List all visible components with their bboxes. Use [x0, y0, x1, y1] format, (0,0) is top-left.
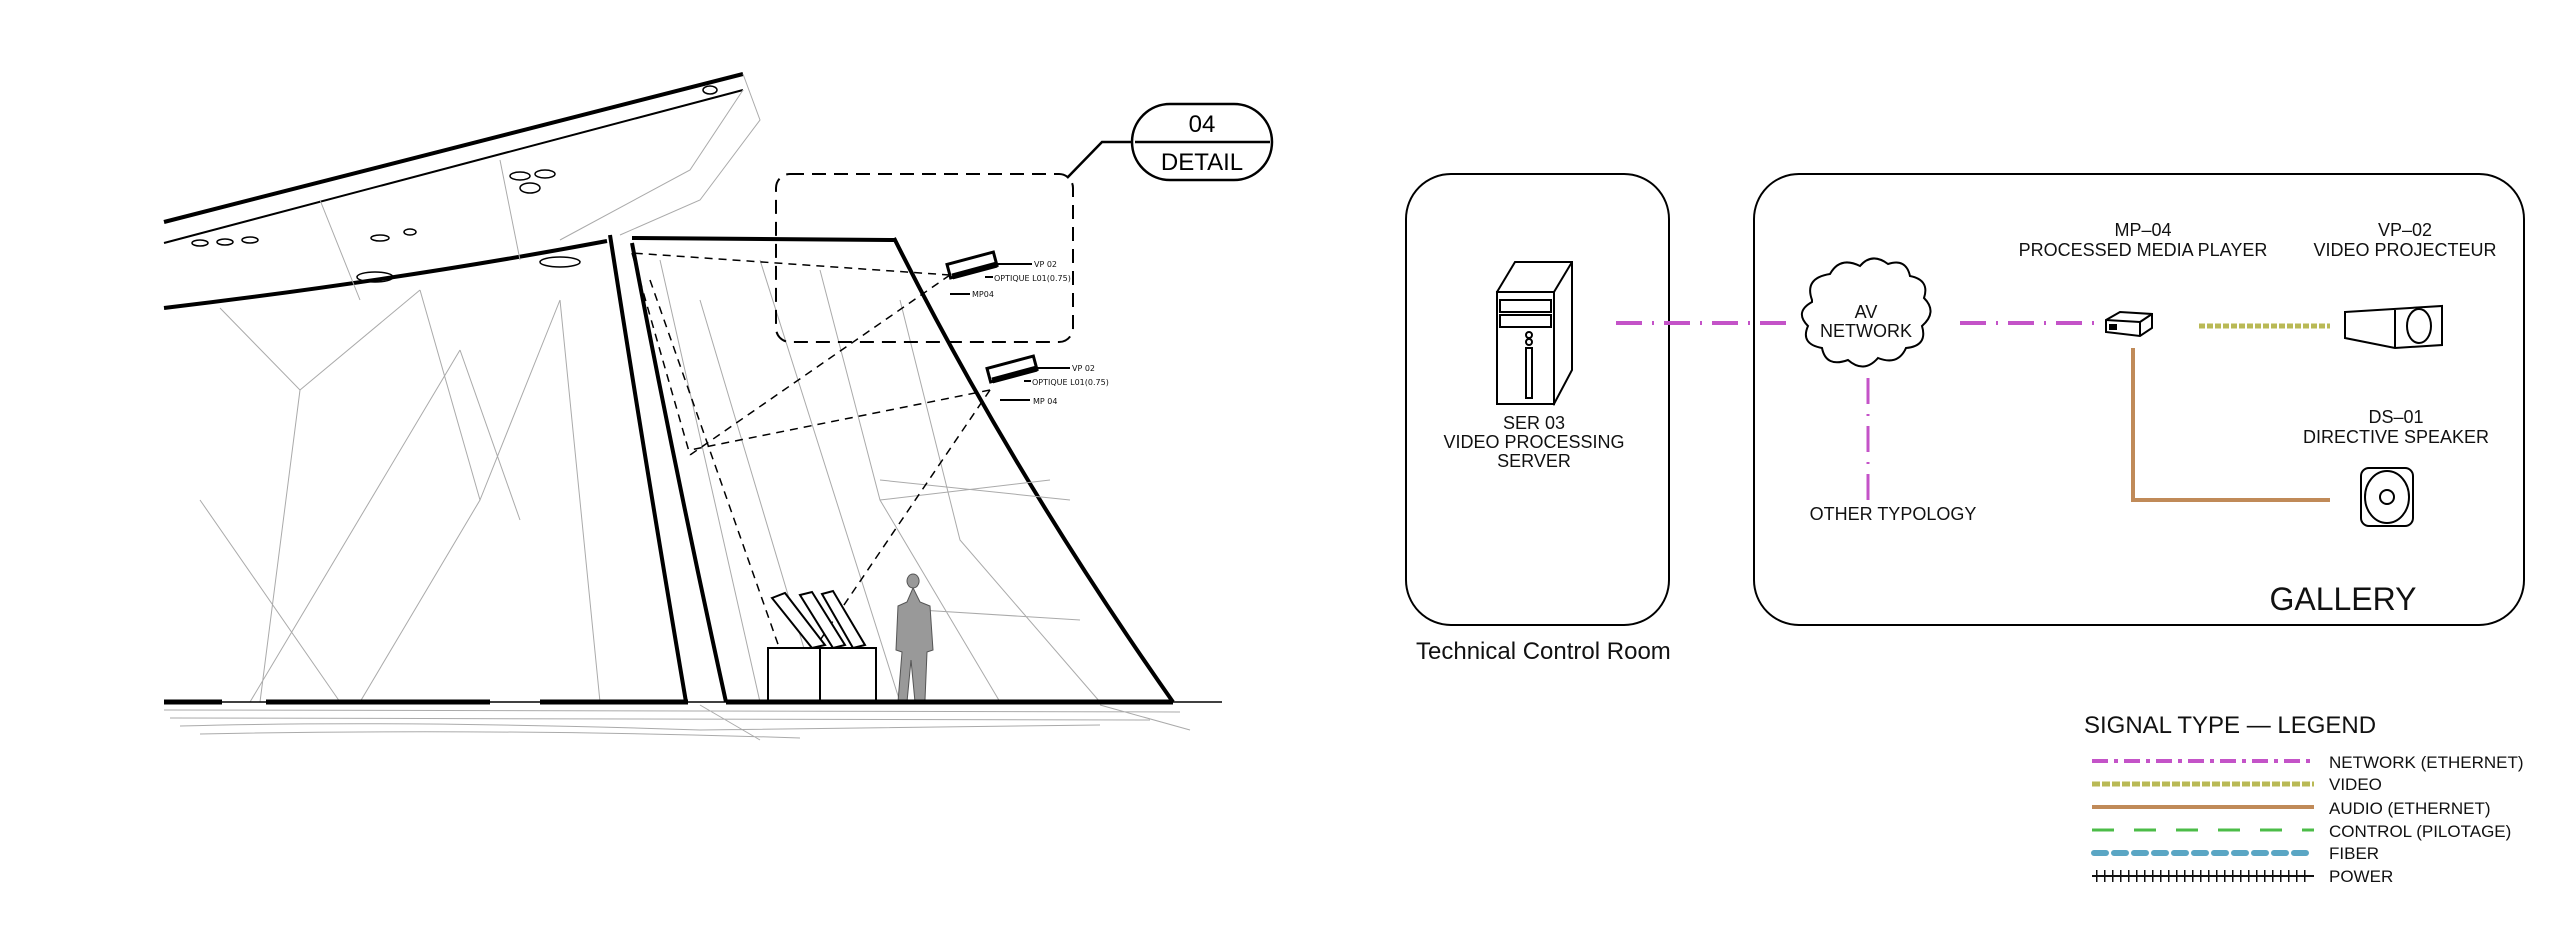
- server-id: SER 03: [1503, 413, 1565, 433]
- projector-vp02-upper: VP 02 OPTIQUE L01(0.75) MP04: [945, 250, 1071, 299]
- speaker-name: DIRECTIVE SPEAKER: [2303, 427, 2489, 447]
- roof-openings: [191, 85, 718, 283]
- legend-label-control: CONTROL (PILOTAGE): [2329, 822, 2511, 841]
- media-player-icon[interactable]: [2105, 310, 2153, 338]
- optique-label: OPTIQUE L01(0.75): [1032, 378, 1109, 387]
- detail-callout[interactable]: 04 DETAIL: [1130, 102, 1274, 182]
- media-player-name: PROCESSED MEDIA PLAYER: [2019, 240, 2268, 260]
- pillar-right-edge: [630, 242, 728, 703]
- network-label-line1: AV: [1855, 302, 1878, 322]
- vp-label: VP 02: [1034, 260, 1057, 269]
- audio-connection: [2131, 348, 2330, 502]
- display-stands: [767, 589, 877, 703]
- roof-top-edge: [163, 72, 744, 224]
- mp-label: MP04: [972, 290, 994, 299]
- directive-speaker-icon[interactable]: [2360, 467, 2414, 527]
- server-icon[interactable]: [1495, 261, 1573, 407]
- network-label-line2: NETWORK: [1820, 321, 1912, 341]
- projector-vp02-lower: VP 02 OPTIQUE L01(0.75) MP 04: [985, 354, 1109, 406]
- canopy-top: [631, 236, 895, 242]
- technical-room-label: Technical Control Room: [1416, 638, 1671, 665]
- roof-inner-edge: [163, 89, 744, 244]
- network-connections: [1616, 321, 2100, 500]
- mp-label: MP 04: [1033, 397, 1057, 406]
- server-name-line2: SERVER: [1497, 451, 1571, 471]
- person-silhouette: [895, 573, 934, 703]
- media-player-id: MP–04: [2114, 220, 2171, 240]
- facade-slant: [892, 237, 1175, 704]
- signal-legend: SIGNAL TYPE — LEGEND NETWORK (ETHERNET) …: [2084, 712, 2524, 886]
- callout-number: 04: [1189, 111, 1216, 138]
- server-name-line1: VIDEO PROCESSING: [1443, 432, 1624, 452]
- legend-label-power: POWER: [2329, 867, 2393, 886]
- av-network-cloud-icon[interactable]: [1801, 257, 1932, 368]
- gallery-box: [1753, 173, 2525, 626]
- detail-region: [775, 173, 1074, 343]
- roof-underside: [163, 239, 608, 310]
- legend-label-fiber: FIBER: [2329, 844, 2379, 863]
- video-projector-icon[interactable]: [2344, 304, 2443, 350]
- vp-label: VP 02: [1072, 364, 1095, 373]
- architectural-section: VP 02 OPTIQUE L01(0.75) MP04 VP 02 OPTIQ…: [163, 72, 1274, 741]
- legend-title: SIGNAL TYPE — LEGEND: [2084, 712, 2376, 739]
- projector-name: VIDEO PROJECTEUR: [2313, 240, 2496, 260]
- projector-id: VP–02: [2378, 220, 2432, 240]
- other-typology-label: OTHER TYPOLOGY: [1810, 504, 1977, 524]
- gallery-label: GALLERY: [2269, 581, 2416, 617]
- callout-leader: [1066, 140, 1135, 179]
- pillar-left-edge: [608, 234, 688, 703]
- legend-label-audio: AUDIO (ETHERNET): [2329, 799, 2491, 818]
- legend-label-video: VIDEO: [2329, 775, 2382, 794]
- speaker-id: DS–01: [2368, 407, 2423, 427]
- optique-label: OPTIQUE L01(0.75): [994, 274, 1071, 283]
- callout-label: DETAIL: [1161, 149, 1243, 176]
- technical-room-box: [1405, 173, 1670, 626]
- legend-label-network: NETWORK (ETHERNET): [2329, 753, 2524, 772]
- signal-diagram: Technical Control Room GALLERY SER 03 VI…: [1405, 173, 2525, 886]
